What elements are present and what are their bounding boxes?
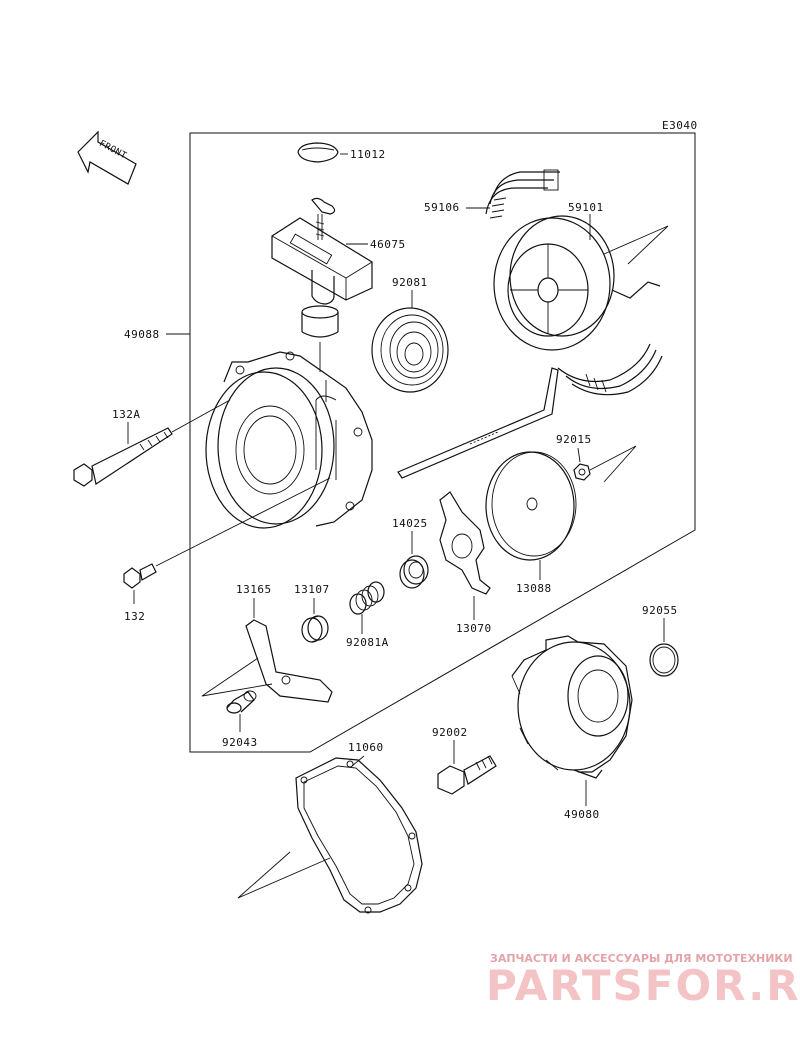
label-13107: 13107	[294, 583, 330, 596]
part-132A-long-bolt	[73, 399, 231, 487]
part-46075-handle	[271, 197, 373, 305]
label-13088: 13088	[516, 582, 552, 595]
label-132A: 132A	[112, 408, 141, 421]
assembly-frame	[189, 132, 696, 753]
part-13165-guide	[245, 619, 333, 703]
part-13070-ratchet	[439, 491, 491, 595]
part-handle-grip	[301, 305, 339, 372]
part-11012-cap	[297, 142, 339, 163]
label-49088: 49088	[124, 328, 160, 341]
part-92043-pin	[226, 690, 257, 714]
part-13107-collar	[301, 615, 329, 643]
label-92055: 92055	[642, 604, 678, 617]
part-92002-bolt	[437, 755, 497, 795]
front-arrow-label: FRONT	[97, 139, 128, 162]
part-59101-pulley	[493, 215, 661, 351]
diagram-code: E3040	[662, 119, 698, 132]
part-13088-plate	[485, 451, 577, 561]
label-49080: 49080	[564, 808, 600, 821]
part-92055-o-ring	[649, 643, 679, 677]
part-132-bolt	[123, 477, 331, 589]
part-11060-gasket	[295, 757, 423, 914]
label-11060: 11060	[348, 741, 384, 754]
label-46075: 46075	[370, 238, 406, 251]
part-59106-spring-lower	[557, 343, 663, 396]
label-92015: 92015	[556, 433, 592, 446]
label-11012: 11012	[350, 148, 386, 161]
label-59106: 59106	[424, 201, 460, 214]
watermark-brand: PARTSFOR.RU	[486, 961, 800, 1010]
part-49088-housing	[205, 351, 373, 529]
part-rope	[397, 367, 559, 479]
part-92081A-spring	[349, 581, 385, 615]
label-13070: 13070	[456, 622, 492, 635]
label-92043: 92043	[222, 736, 258, 749]
part-92015-nut	[573, 463, 591, 481]
part-59106-spring	[485, 169, 560, 219]
label-13165: 13165	[236, 583, 272, 596]
part-14025-bushing	[399, 555, 429, 589]
watermark-tagline: ЗАПЧАСТИ И АКСЕССУАРЫ ДЛЯ МОТОТЕХНИКИ	[490, 952, 793, 965]
label-59101: 59101	[568, 201, 604, 214]
label-92081A: 92081A	[346, 636, 389, 649]
label-132: 132	[124, 610, 145, 623]
front-arrow-icon: FRONT	[77, 130, 137, 185]
part-92081-spiral-spring	[371, 307, 449, 393]
label-92002: 92002	[432, 726, 468, 739]
label-92081: 92081	[392, 276, 428, 289]
label-14025: 14025	[392, 517, 428, 530]
part-49080-cup	[511, 635, 633, 779]
